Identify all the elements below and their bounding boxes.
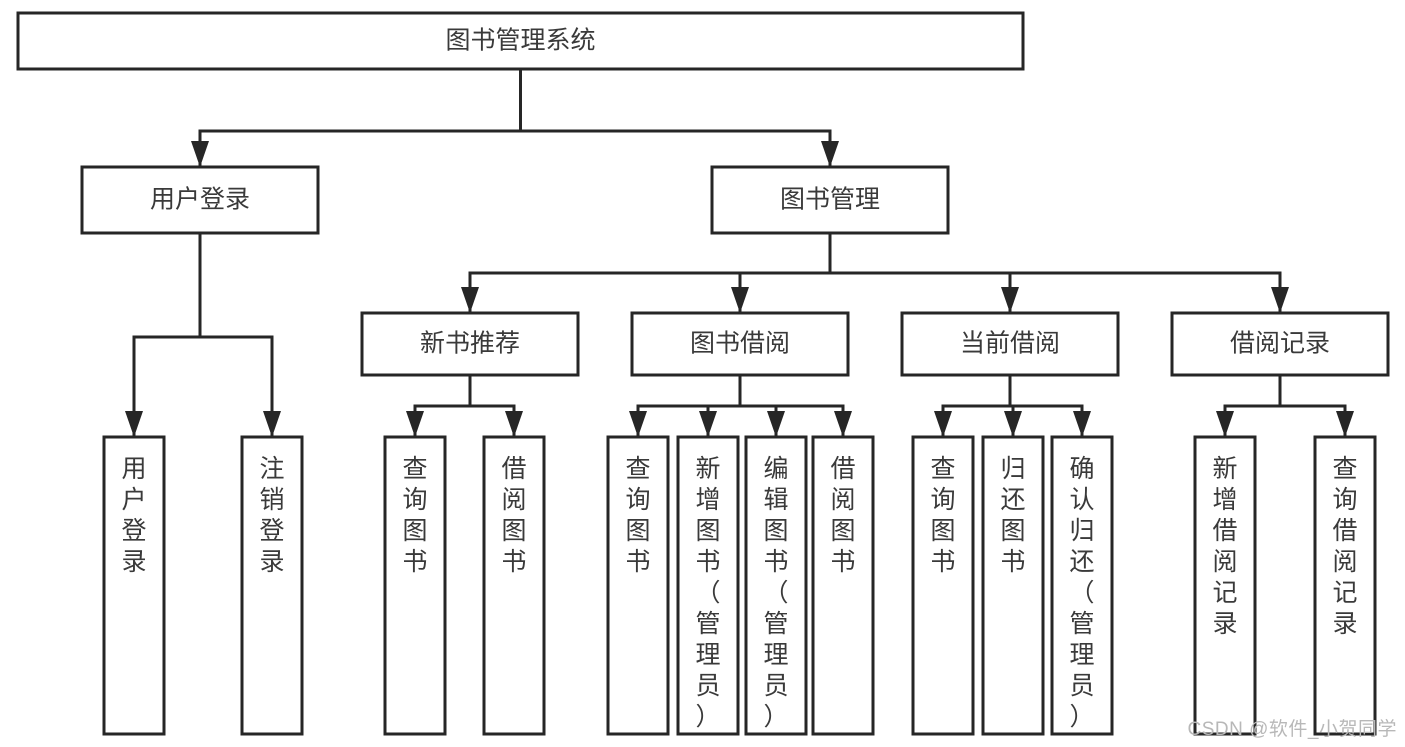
node-label: 当前借阅 bbox=[960, 330, 1060, 358]
arrow-head-icon bbox=[191, 141, 209, 167]
node-label: 查询图书 bbox=[625, 455, 650, 576]
arrow-head-icon bbox=[699, 411, 717, 437]
connector-edge-borrowrecord-leaves bbox=[1216, 373, 1354, 439]
node-box[interactable] bbox=[744, 435, 808, 736]
node-label: 借阅图书 bbox=[830, 455, 855, 576]
node-leaf-query-book-current[interactable]: 查询图书 bbox=[911, 435, 975, 736]
node-box[interactable] bbox=[1170, 311, 1390, 377]
connector-edge-newbookrec-leaves bbox=[406, 373, 523, 439]
node-box[interactable] bbox=[482, 435, 546, 736]
node-box[interactable] bbox=[676, 435, 740, 736]
arrow-head-icon bbox=[1271, 287, 1289, 313]
node-box[interactable] bbox=[383, 435, 447, 736]
arrow-head-icon bbox=[767, 411, 785, 437]
node-box[interactable] bbox=[630, 311, 850, 377]
node-box[interactable] bbox=[102, 435, 166, 736]
arrow-head-icon bbox=[125, 411, 143, 437]
node-label: 新书推荐 bbox=[420, 330, 520, 358]
arrow-head-icon bbox=[821, 141, 839, 167]
node-box[interactable] bbox=[606, 435, 670, 736]
arrow-head-icon bbox=[731, 287, 749, 313]
arrow-head-icon bbox=[1073, 411, 1091, 437]
node-leaf-borrow-book-rec[interactable]: 借阅图书 bbox=[482, 435, 546, 736]
node-box[interactable] bbox=[16, 11, 1025, 71]
node-label: 图书管理 bbox=[780, 186, 880, 214]
node-new-book-rec[interactable]: 新书推荐 bbox=[360, 311, 580, 377]
node-box[interactable] bbox=[1313, 435, 1377, 736]
node-label: 查询借阅记录 bbox=[1332, 455, 1357, 638]
node-box[interactable] bbox=[900, 311, 1120, 377]
node-label: 图书管理系统 bbox=[445, 27, 595, 55]
node-leaf-user-logout[interactable]: 注销登录 bbox=[240, 435, 304, 736]
arrow-head-icon bbox=[934, 411, 952, 437]
arrow-head-icon bbox=[406, 411, 424, 437]
node-book-manage[interactable]: 图书管理 bbox=[710, 165, 950, 235]
connector-edge-userlogin-leaves bbox=[125, 231, 281, 439]
node-book-borrow[interactable]: 图书借阅 bbox=[630, 311, 850, 377]
node-leaf-confirm-return[interactable]: 确认归还（管理员） bbox=[1050, 435, 1114, 736]
node-leaf-query-book-rec[interactable]: 查询图书 bbox=[383, 435, 447, 736]
arrow-head-icon bbox=[461, 287, 479, 313]
node-leaf-edit-book[interactable]: 编辑图书（管理员） bbox=[744, 435, 808, 736]
connector-edge-currentborrow-leaves bbox=[934, 373, 1091, 439]
node-box[interactable] bbox=[911, 435, 975, 736]
node-leaf-borrow-book[interactable]: 借阅图书 bbox=[811, 435, 875, 736]
node-leaf-query-record[interactable]: 查询借阅记录 bbox=[1313, 435, 1377, 736]
arrow-head-icon bbox=[505, 411, 523, 437]
node-leaf-return-book[interactable]: 归还图书 bbox=[981, 435, 1045, 736]
node-label: 确认归还（管理员） bbox=[1069, 455, 1094, 731]
arrow-head-icon bbox=[263, 411, 281, 437]
node-box[interactable] bbox=[981, 435, 1045, 736]
node-label: 查询图书 bbox=[402, 455, 427, 576]
arrow-head-icon bbox=[1336, 411, 1354, 437]
node-label: 新增借阅记录 bbox=[1212, 455, 1237, 638]
arrow-head-icon bbox=[1216, 411, 1234, 437]
node-box[interactable] bbox=[710, 165, 950, 235]
csdn-watermark: CSDN @软件_小贺同学 bbox=[1187, 719, 1397, 740]
arrow-head-icon bbox=[629, 411, 647, 437]
node-user-login[interactable]: 用户登录 bbox=[80, 165, 320, 235]
connector-edge-bookborrow-leaves bbox=[629, 373, 852, 439]
node-box[interactable] bbox=[1193, 435, 1257, 736]
node-box[interactable] bbox=[1050, 435, 1114, 736]
arrow-head-icon bbox=[1001, 287, 1019, 313]
connector-layer bbox=[125, 67, 1354, 439]
node-label: 图书借阅 bbox=[690, 330, 790, 358]
node-current-borrow[interactable]: 当前借阅 bbox=[900, 311, 1120, 377]
arrow-head-icon bbox=[1004, 411, 1022, 437]
node-label: 借阅图书 bbox=[501, 455, 526, 576]
node-label: 注销登录 bbox=[259, 455, 284, 576]
node-layer: 图书管理系统用户登录图书管理新书推荐图书借阅当前借阅借阅记录用户登录注销登录查询… bbox=[16, 11, 1390, 736]
arrow-head-icon bbox=[834, 411, 852, 437]
node-label: 新增图书（管理员） bbox=[695, 455, 720, 731]
node-label: 编辑图书（管理员） bbox=[763, 455, 788, 731]
node-label: 借阅记录 bbox=[1230, 330, 1330, 358]
connector-edge-root-level2 bbox=[191, 67, 839, 169]
node-label: 用户登录 bbox=[121, 455, 146, 576]
node-leaf-add-record[interactable]: 新增借阅记录 bbox=[1193, 435, 1257, 736]
node-leaf-user-login[interactable]: 用户登录 bbox=[102, 435, 166, 736]
node-borrow-record[interactable]: 借阅记录 bbox=[1170, 311, 1390, 377]
node-label: 查询图书 bbox=[930, 455, 955, 576]
node-box[interactable] bbox=[240, 435, 304, 736]
node-box[interactable] bbox=[80, 165, 320, 235]
node-label: 用户登录 bbox=[150, 186, 250, 214]
node-box[interactable] bbox=[360, 311, 580, 377]
node-box[interactable] bbox=[811, 435, 875, 736]
node-label: 归还图书 bbox=[1000, 455, 1025, 576]
connector-edge-bookmanage-level3 bbox=[461, 231, 1289, 315]
node-leaf-query-book-borrow[interactable]: 查询图书 bbox=[606, 435, 670, 736]
node-leaf-add-book[interactable]: 新增图书（管理员） bbox=[676, 435, 740, 736]
node-root[interactable]: 图书管理系统 bbox=[16, 11, 1025, 71]
